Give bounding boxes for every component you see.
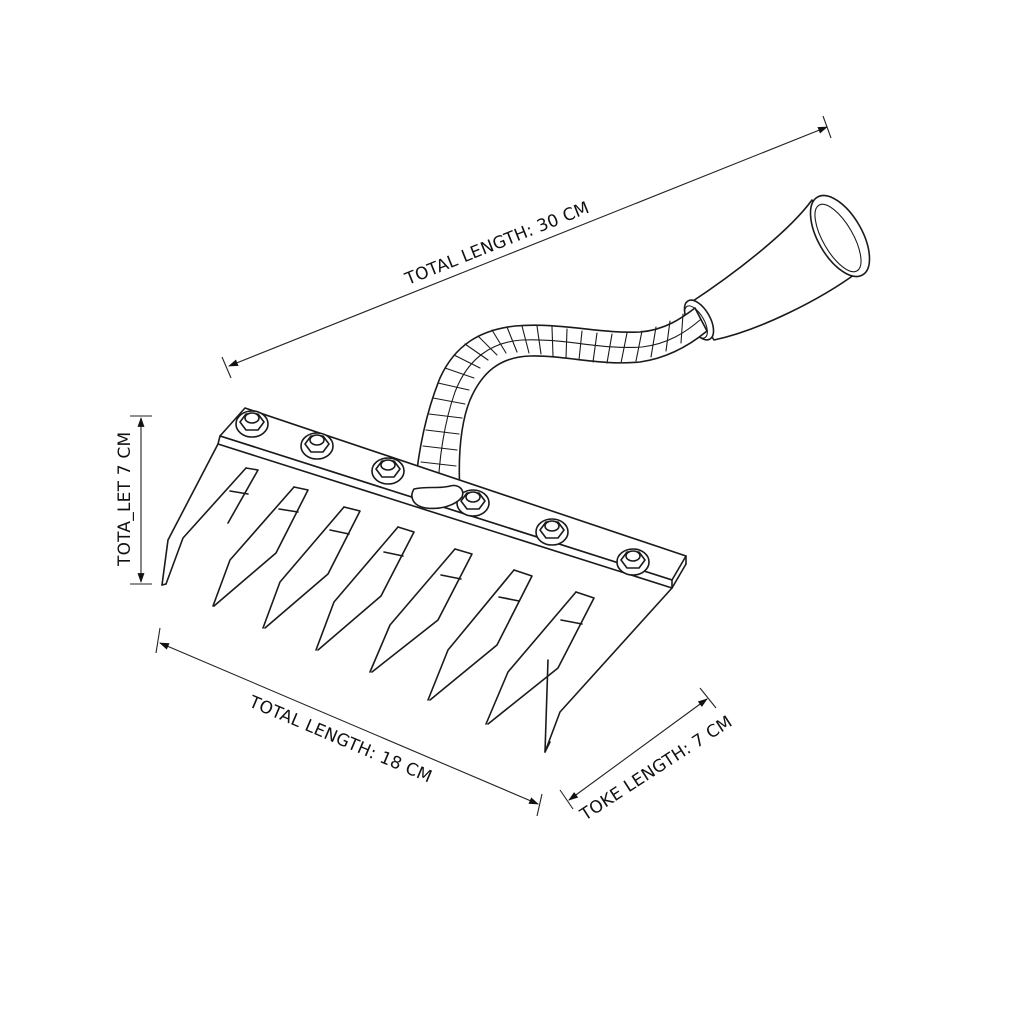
- hex-bolt: [616, 548, 650, 576]
- dimension-head-height: TOTA_LET 7 CM: [115, 415, 152, 585]
- tine: [369, 548, 473, 673]
- tine: [427, 569, 533, 701]
- weld-joint-front: [411, 484, 464, 510]
- tine: [315, 526, 415, 651]
- shaft-ribs: [419, 313, 684, 483]
- extension-tick-left: [559, 789, 574, 810]
- hex-bolt: [300, 432, 334, 460]
- extension-tick-right: [699, 687, 717, 709]
- tine: [165, 467, 259, 585]
- tines: [161, 467, 595, 753]
- tine: [485, 591, 595, 725]
- dimension-label-head-height: TOTA_LET 7 CM: [115, 432, 135, 567]
- tine-tips: [161, 583, 551, 753]
- dimension-line: [228, 126, 828, 367]
- tine: [262, 506, 361, 629]
- dimension-label-overall-length: TOTAL LENGTH: 30 CM: [402, 198, 593, 290]
- handle-grip: [683, 194, 871, 341]
- hex-bolt: [235, 410, 269, 438]
- dimension-label-tine-length: TOKE LENGTH: 7 CM: [576, 712, 736, 826]
- dimension-line: [159, 642, 539, 805]
- bolts: [235, 410, 650, 576]
- grip-end-cap: [809, 194, 871, 278]
- dimension-line: [568, 698, 708, 801]
- tine: [212, 486, 309, 607]
- hex-bolt: [456, 489, 490, 517]
- hex-bolt: [371, 457, 405, 485]
- dimension-tine-length: TOKE LENGTH: 7 CM: [559, 687, 736, 826]
- dimension-label-head-width: TOTAL LENGTH: 18 CM: [245, 692, 435, 788]
- extension-tick-left: [221, 356, 232, 379]
- extension-tick-right: [536, 793, 543, 817]
- extension-tick-left: [155, 627, 161, 654]
- hex-bolt: [535, 518, 569, 546]
